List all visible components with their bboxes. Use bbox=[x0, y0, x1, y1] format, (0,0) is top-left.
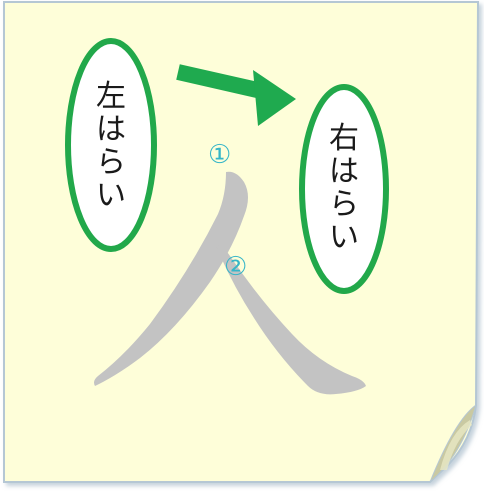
right-sweep-char-3: ら bbox=[329, 187, 359, 222]
left-sweep-oval bbox=[65, 38, 157, 252]
corner-shade bbox=[440, 420, 472, 470]
character-stroke-right-sweep bbox=[216, 245, 366, 395]
left-sweep-label: 左 は ら い bbox=[86, 76, 136, 216]
left-sweep-char-1: 左 bbox=[96, 79, 126, 114]
left-sweep-char-3: ら bbox=[96, 145, 126, 180]
right-sweep-char-4: い bbox=[329, 220, 359, 255]
arrow-shaft bbox=[176, 64, 268, 100]
right-sweep-char-1: 右 bbox=[329, 121, 359, 156]
left-sweep-char-2: は bbox=[96, 112, 126, 147]
right-sweep-char-2: は bbox=[329, 154, 359, 189]
right-sweep-oval bbox=[299, 84, 389, 294]
arrow-head bbox=[253, 70, 296, 126]
character-stroke-left-sweep bbox=[94, 171, 248, 386]
stroke-number-2: ② bbox=[224, 252, 248, 282]
stroke-number-1: ① bbox=[208, 140, 232, 170]
left-sweep-char-4: い bbox=[96, 178, 126, 213]
sticky-note bbox=[3, 1, 480, 483]
right-sweep-label: 右 は ら い bbox=[319, 118, 369, 258]
